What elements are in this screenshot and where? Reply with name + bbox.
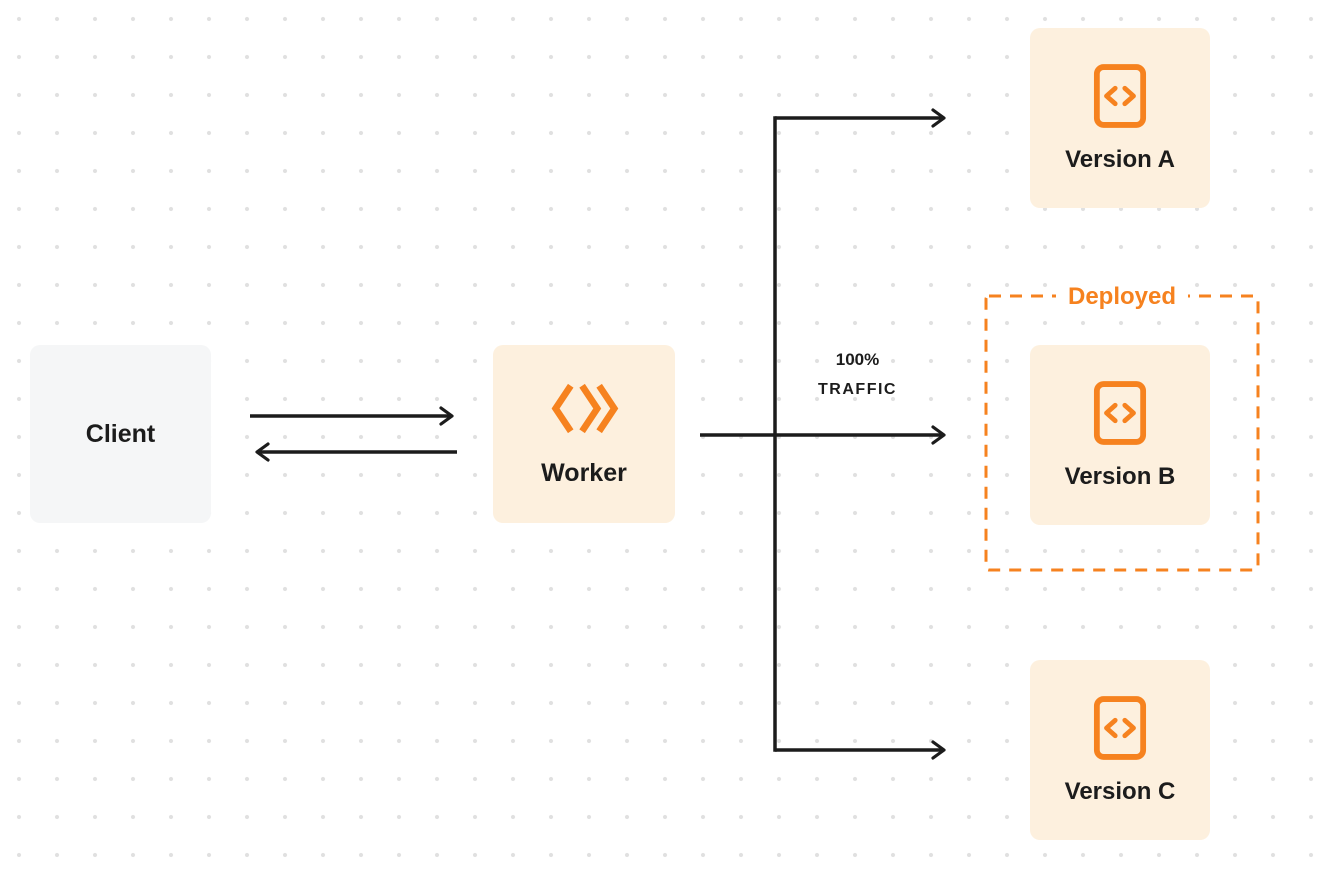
version-a-label: Version A xyxy=(1065,145,1175,173)
traffic-label: 100% TRAFFIC xyxy=(790,350,925,399)
node-version-a: Version A xyxy=(1030,28,1210,208)
version-b-label: Version B xyxy=(1064,462,1176,490)
node-version-b: Version B xyxy=(1030,345,1210,525)
node-client: Client xyxy=(30,345,211,523)
code-brackets-icon xyxy=(1093,380,1147,445)
node-version-c: Version C xyxy=(1030,660,1210,840)
deployed-label: Deployed xyxy=(1055,280,1189,313)
client-label: Client xyxy=(85,419,156,448)
code-brackets-icon xyxy=(1093,63,1147,128)
code-brackets-icon xyxy=(1093,695,1147,760)
traffic-percent: 100% xyxy=(835,350,880,369)
node-worker: Worker xyxy=(493,345,675,523)
workers-logo-icon xyxy=(551,383,619,434)
version-c-label: Version C xyxy=(1064,777,1176,805)
traffic-word: TRAFFIC xyxy=(818,381,897,398)
worker-label: Worker xyxy=(541,459,627,487)
